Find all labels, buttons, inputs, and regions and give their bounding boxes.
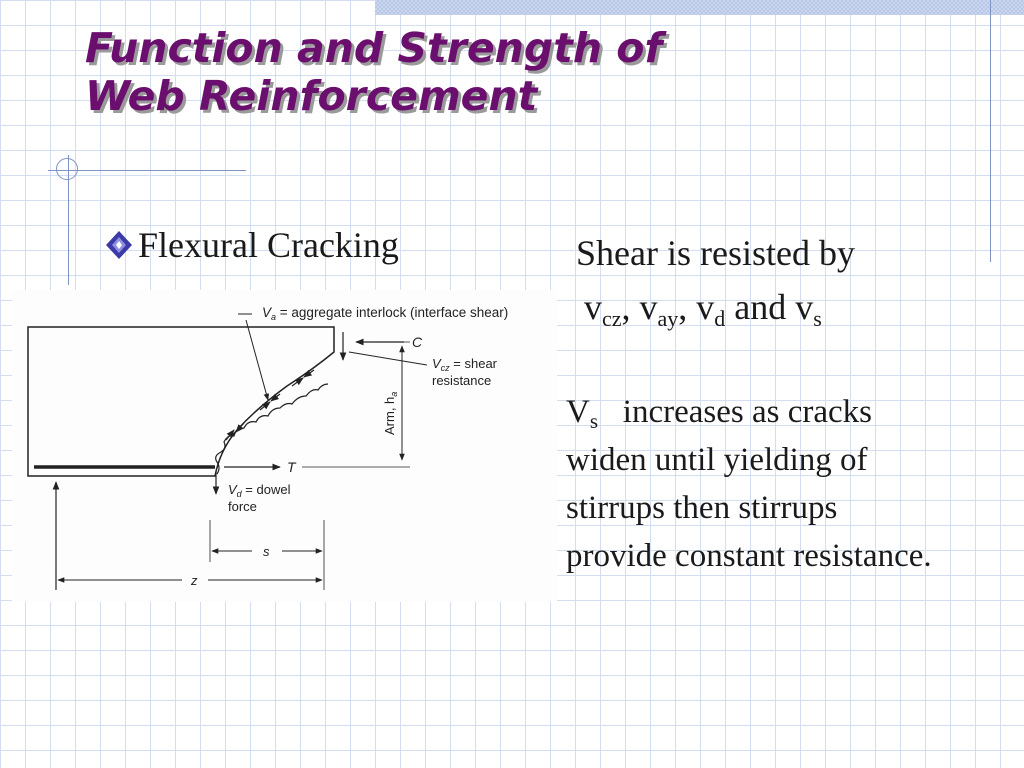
va-symbol: V [262, 305, 273, 320]
beam-outline [27, 326, 335, 477]
c-label: C [412, 334, 423, 350]
va-description: = aggregate interlock (interface shear) [276, 305, 508, 320]
title-underline-rule [48, 170, 246, 171]
vs-explanation-text: Vs increases as cracks widen until yield… [566, 388, 946, 580]
v-symbol: v [584, 287, 602, 327]
vs-lead-text: increases as cracks [598, 394, 872, 430]
vcz-description: = shear [450, 356, 498, 371]
z-label: z [190, 573, 198, 588]
shear-resistance-text: Shear is resisted by vcz, vay, vd and vs [576, 226, 855, 334]
vd-subscript: d [237, 489, 243, 499]
sub-ay: ay [657, 306, 679, 331]
sub-d: d [714, 306, 726, 331]
diamond-bullet-icon [106, 231, 132, 259]
interface-shear-arrows [225, 369, 315, 441]
va-subscript: a [271, 312, 276, 322]
right-decorative-rule [990, 0, 991, 262]
vs-symbol: V [566, 394, 590, 430]
vcz-subscript: cz [441, 363, 451, 373]
vcz-symbol: V [432, 356, 442, 371]
vcz-label-line2: resistance [432, 373, 491, 388]
sub-cz: cz [602, 306, 622, 331]
slide-title: Function and Strength of Web Reinforceme… [85, 24, 662, 120]
arm-text: Arm, h [382, 397, 397, 435]
sub-s: s [813, 306, 822, 331]
t-label: T [287, 459, 297, 475]
vs-rest-text: widen until yielding of stirrups then st… [566, 442, 932, 574]
rule-circle-ornament [56, 158, 78, 180]
left-vertical-rule [68, 155, 69, 285]
arm-label: Arm, ha [382, 392, 399, 435]
shear-line-1: Shear is resisted by [576, 233, 855, 273]
vs-subscript: s [589, 409, 599, 433]
s-label: s [263, 544, 270, 559]
crack-path [215, 383, 329, 475]
comma: , [621, 287, 631, 327]
vd-description: = dowel [242, 482, 291, 497]
vcz-leader [348, 351, 428, 366]
vd-label-line2: force [228, 499, 257, 514]
title-line-2: Web Reinforcement [85, 72, 538, 120]
va-label: Va = aggregate interlock (interface shea… [262, 305, 508, 322]
v-symbol: v [795, 287, 814, 327]
and-word: and [734, 287, 787, 327]
diagram-svg: Va = aggregate interlock (interface shea… [27, 305, 508, 590]
comma: , [678, 287, 688, 327]
top-decorative-band [375, 0, 1024, 15]
va-leader [245, 319, 270, 401]
vd-symbol: V [228, 482, 238, 497]
bullet-item: Flexural Cracking [104, 224, 399, 266]
v-symbol: v [696, 287, 715, 327]
arm-subscript: a [389, 392, 399, 397]
crack-free-body-diagram: Va = aggregate interlock (interface shea… [12, 290, 557, 602]
title-line-1: Function and Strength of [85, 24, 663, 72]
shear-line-2: vcz, vay, vd and vs [576, 280, 855, 334]
v-symbol: v [639, 287, 658, 327]
vcz-label: Vcz = shear [432, 356, 498, 373]
bullet-text: Flexural Cracking [138, 225, 399, 265]
vd-label: Vd = dowel [228, 482, 291, 499]
